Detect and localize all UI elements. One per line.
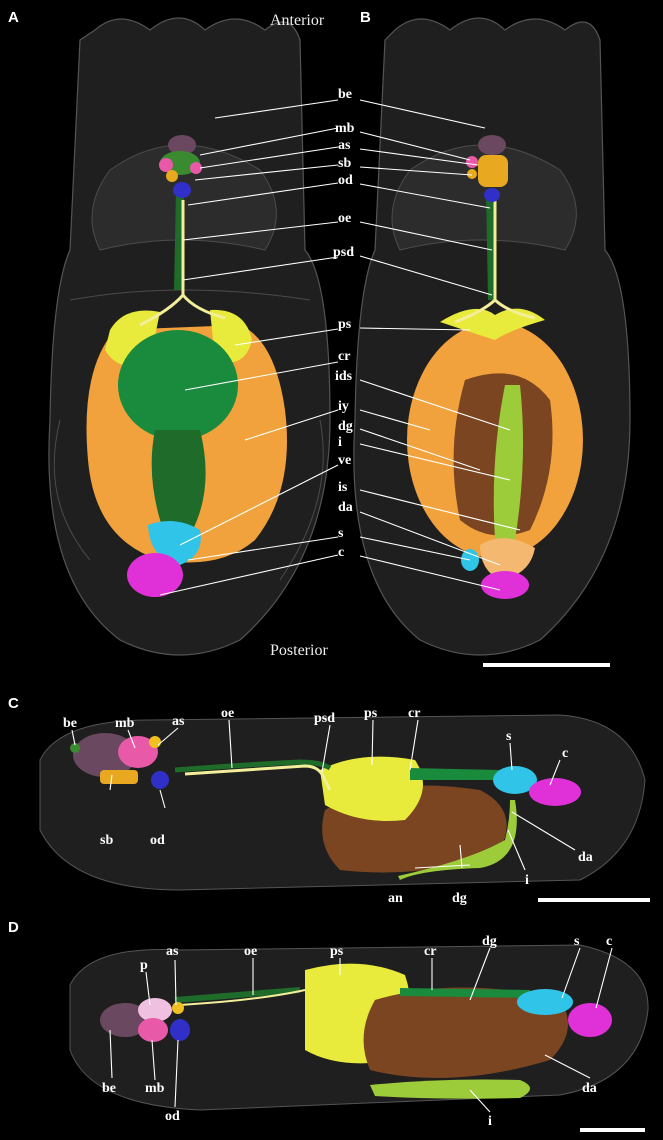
label-c-i: i	[525, 873, 529, 888]
label-a-c: c	[338, 545, 344, 560]
label-d-od: od	[165, 1109, 180, 1124]
panel-a-ventriculus-column	[151, 430, 206, 535]
panel-d-brain	[100, 998, 190, 1042]
label-c-as: as	[172, 714, 185, 729]
panel-d-scale-bar	[580, 1128, 645, 1132]
panel-a-oesophagus	[174, 189, 184, 291]
label-a-s: s	[338, 526, 344, 541]
label-c-dg: dg	[452, 891, 467, 906]
label-c-psd: psd	[314, 711, 335, 726]
panel-d: D p	[8, 919, 649, 1132]
panel-a-letter: A	[8, 9, 19, 26]
label-b-i: i	[338, 435, 342, 450]
label-d-be: be	[102, 1081, 116, 1096]
panel-c-cloaca	[529, 778, 581, 806]
panel-a-salivary-duct	[139, 200, 226, 327]
label-a-mb: mb	[335, 121, 355, 136]
panel-c-intestine	[398, 800, 517, 880]
label-a-cr: cr	[338, 349, 350, 364]
panel-c-crop	[410, 768, 500, 780]
label-b-dg: dg	[338, 419, 353, 434]
panel-d-intestine	[370, 1079, 530, 1099]
panel-b-brain	[466, 135, 508, 202]
label-c-od: od	[150, 833, 165, 848]
label-d-as: as	[166, 944, 179, 959]
label-d-oe: oe	[244, 944, 257, 959]
label-a-ps: ps	[338, 317, 352, 332]
label-d-ps: ps	[330, 944, 344, 959]
panel-b: B	[335, 9, 631, 667]
label-c-an: an	[388, 891, 403, 906]
label-c-cr: cr	[408, 706, 420, 721]
panel-b-intestine	[493, 385, 524, 540]
panel-a-annotations	[159, 99, 339, 596]
label-a-ve: ve	[338, 453, 351, 468]
panel-a-cloaca	[127, 553, 183, 597]
panel-b-dorsal-area	[480, 538, 535, 580]
panel-b-annotations	[359, 99, 521, 591]
panel-c-letter: C	[8, 695, 19, 712]
label-a-od: od	[338, 173, 353, 188]
panel-d-cloaca	[568, 1003, 612, 1037]
panel-b-cloaca	[481, 571, 529, 599]
label-b-is: is	[338, 480, 348, 495]
panel-c-ventricle	[493, 766, 537, 794]
panel-d-oesophagus	[174, 987, 301, 1003]
label-c-s: s	[506, 729, 512, 744]
panel-d-annotations	[109, 947, 613, 1113]
label-d-dg: dg	[482, 934, 497, 949]
label-d-s: s	[574, 934, 580, 949]
panel-a-crop	[118, 330, 238, 440]
label-c-sb: sb	[100, 833, 113, 848]
label-b-da: da	[338, 500, 353, 515]
panel-b-oesophagus	[486, 189, 496, 301]
label-d-da: da	[582, 1081, 597, 1096]
panel-c-salivary-gland	[320, 756, 423, 821]
label-a-iy: iy	[338, 399, 349, 414]
label-c-mb: mb	[115, 716, 135, 731]
panel-d-ventricle	[517, 989, 573, 1015]
panel-c-scale-bar	[538, 898, 650, 902]
label-b-ids: ids	[335, 369, 353, 384]
panel-b-letter: B	[360, 9, 371, 26]
label-c-be: be	[63, 716, 77, 731]
label-a-oe: oe	[338, 211, 351, 226]
panel-d-digestive-gland	[363, 987, 568, 1078]
panel-c: C	[8, 695, 650, 906]
label-d-c: c	[606, 934, 612, 949]
label-a-be: be	[338, 87, 352, 102]
panel-d-letter: D	[8, 919, 19, 936]
panel-a-anterior-label: Anterior	[270, 12, 325, 29]
panel-d-crop	[400, 988, 530, 998]
panel-b-salivary-duct	[454, 200, 536, 324]
label-c-ps: ps	[364, 706, 378, 721]
label-c-da: da	[578, 850, 593, 865]
panel-c-salivary-duct	[184, 764, 332, 791]
label-a-as: as	[338, 138, 351, 153]
panel-c-oesophagus	[174, 759, 332, 773]
panel-c-brain	[70, 733, 169, 789]
label-a-psd: psd	[333, 245, 354, 260]
panel-c-annotations	[71, 719, 576, 871]
label-a-sb: sb	[338, 156, 351, 171]
panel-b-scale-bar	[483, 663, 610, 667]
label-d-mb: mb	[145, 1081, 165, 1096]
panel-d-salivary-duct	[179, 989, 306, 1006]
label-c-c: c	[562, 746, 568, 761]
label-d-p: p	[140, 958, 148, 973]
label-d-cr: cr	[424, 944, 436, 959]
label-c-oe: oe	[221, 706, 234, 721]
label-d-i: i	[488, 1114, 492, 1129]
panel-a-brain	[159, 135, 202, 198]
panel-a-posterior-label: Posterior	[270, 642, 328, 659]
panel-a: A	[8, 9, 355, 659]
